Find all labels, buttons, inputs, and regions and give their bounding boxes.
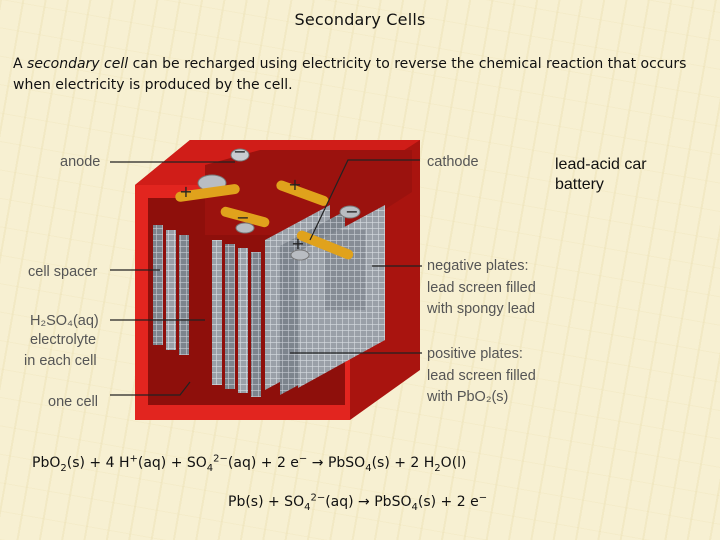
electrolyte-formula-label: H₂SO₄(aq) — [30, 313, 99, 329]
electrolyte-label: electrolyte — [30, 332, 96, 348]
cell-spacer-label: cell spacer — [28, 264, 97, 280]
positive-plates-desc2: with PbO₂(s) — [426, 389, 508, 405]
negative-plates-desc2: with spongy lead — [426, 301, 535, 317]
equation-cathode: PbO2(s) + 4 H+(aq) + SO42−(aq) + 2 e− → … — [32, 455, 467, 471]
minus-sign: − — [345, 202, 358, 221]
anode-label: anode — [60, 154, 100, 170]
cell-plates-left — [153, 225, 189, 355]
positive-plates-label: positive plates: — [427, 346, 523, 362]
positive-plates-desc1: lead screen filled — [427, 368, 536, 384]
negative-plates-desc1: lead screen filled — [427, 280, 536, 296]
cathode-label: cathode — [427, 154, 479, 170]
plus-sign: + — [291, 234, 304, 253]
minus-sign: − — [236, 208, 249, 227]
minus-sign: − — [233, 142, 246, 161]
negative-plates-label: negative plates: — [427, 258, 529, 274]
equation-anode: Pb(s) + SO42−(aq) → PbSO4(s) + 2 e− — [228, 494, 487, 510]
electrolyte-cell-label: in each cell — [24, 353, 97, 369]
plus-sign: + — [288, 175, 301, 194]
plus-sign: + — [179, 182, 192, 201]
one-cell-label: one cell — [48, 394, 98, 410]
